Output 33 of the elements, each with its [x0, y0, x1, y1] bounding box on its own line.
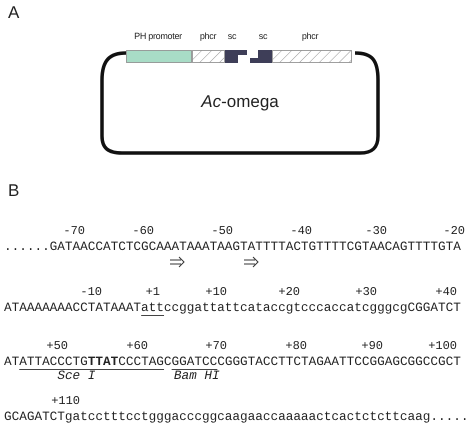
dna-sequence: GCAGATCTgatcctttcctgggacccggcaagaaccaaaaactcactctcttcaag.....	[4, 411, 468, 424]
plasmid-name: Ac-omega	[200, 93, 280, 110]
position-number: +50	[46, 340, 68, 352]
position-number: +1	[146, 286, 160, 298]
position-number: -30	[365, 225, 387, 237]
position-number: -50	[211, 225, 233, 237]
position-number: +40	[435, 286, 457, 298]
dna-sequence: ATAAAAAAACCTATAAATattccggattattcataccgtcccaccatcgggcgCGGATCT	[4, 302, 461, 315]
position-number: +30	[355, 286, 377, 298]
dna-sequence: ......GATAACCATCTCGCAAATAAATAAGTATTTTACTGTTTTCGTAACAGTTTTGTA	[4, 241, 461, 254]
segment-label: sc	[258, 32, 268, 41]
segment-label: phcr	[302, 32, 318, 41]
segment-label: sc	[228, 32, 236, 41]
position-number: -10	[80, 286, 102, 298]
position-number: +80	[285, 340, 307, 352]
position-number: +60	[126, 340, 148, 352]
position-number: +100	[428, 340, 457, 352]
restriction-site-label: Bam HI	[174, 370, 220, 383]
position-number: -60	[132, 225, 154, 237]
position-number: +110	[51, 395, 80, 407]
position-number: +70	[205, 340, 227, 352]
segment-label: phcr	[200, 32, 216, 41]
position-number: +10	[205, 286, 227, 298]
position-number: -40	[290, 225, 312, 237]
panel-label: B	[8, 182, 20, 199]
position-number: +20	[278, 286, 300, 298]
dna-sequence: ATATTACCCTGTTATCCCTAGCGGATCCCGGGTACCTTCTAGAATTCCGGAGCGGCCGCT	[4, 356, 461, 369]
position-number: -70	[63, 225, 85, 237]
restriction-site-label: Sce I	[57, 370, 96, 383]
position-number: -20	[443, 225, 465, 237]
panel-label: A	[8, 4, 20, 21]
position-number: +90	[361, 340, 383, 352]
segment-label: PH promoter	[134, 32, 182, 41]
